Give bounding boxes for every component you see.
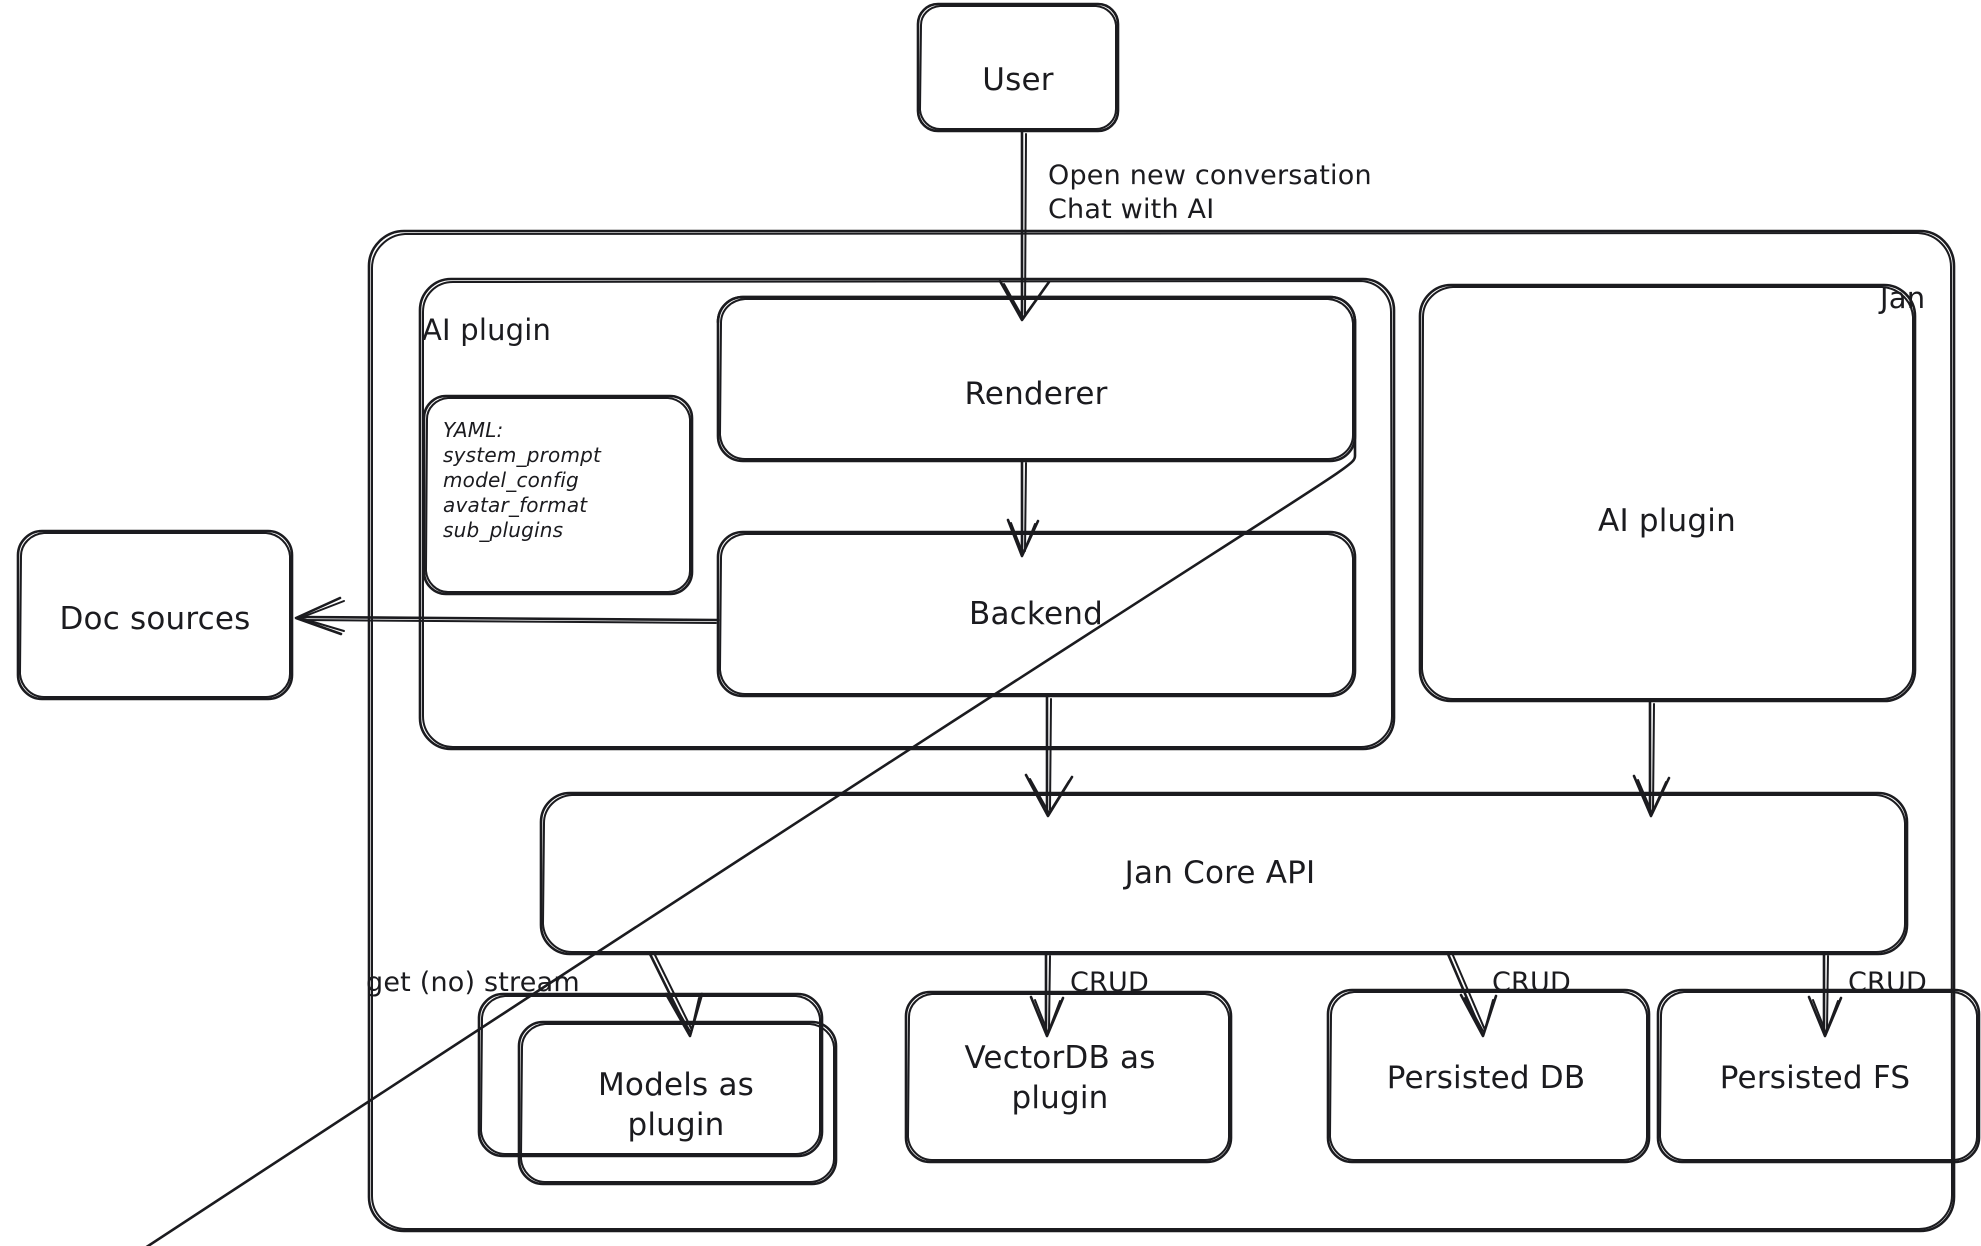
node-persisted-fs-label: Persisted FS [1719,1060,1911,1096]
node-vectordb-label: VectorDB as plugin [964,1040,1156,1116]
edge-label-crud-vectordb: CRUD [1070,967,1149,998]
node-persisted-fs-box [1656,988,1981,1164]
edge-core-to-persisted-fs [1807,952,1843,1038]
group-jan-border [367,229,1956,1233]
node-persisted-db-box [1326,988,1651,1164]
edge-core-to-persisted-db [1446,952,1498,1038]
group-ai-plugin-border [418,277,1396,751]
edge-core-to-models [648,952,704,1038]
node-jan-core-api-label: Jan Core API [1124,855,1316,891]
edge-backend-to-doc-sources [294,596,720,636]
edge-user-to-renderer [998,129,1051,322]
node-doc-sources-box [16,529,294,701]
edge-label-get-no-stream: get (no) stream [366,967,580,998]
node-user-label: User [982,62,1054,98]
edge-label-user-to-renderer: Open new conversation Chat with AI [1048,160,1372,225]
edge-label-crud-persisted-fs: CRUD [1848,967,1927,998]
group-jan-label: Jan [1880,281,1926,315]
node-jan-core-api-box [539,791,1909,956]
node-models-box [477,992,838,1186]
node-backend-box [716,530,1357,698]
node-renderer-label: Renderer [964,376,1108,412]
node-ai-plugin-box [1418,283,1917,703]
edge-backend-to-core [1024,694,1074,818]
group-ai-plugin-label: AI plugin [422,313,552,347]
node-backend-label: Backend [969,596,1103,632]
node-vectordb-box [904,990,1233,1164]
node-models-label: Models as plugin [597,1067,755,1143]
node-yaml-label: YAML: system_prompt model_config avatar_… [443,418,602,542]
node-persisted-db-label: Persisted DB [1386,1060,1586,1096]
node-renderer-box [145,295,1357,1246]
node-ai-plugin-label: AI plugin [1598,503,1736,539]
edge-ai-plugin-to-core [1632,699,1671,818]
node-yaml-box [422,394,694,596]
node-doc-sources-label: Doc sources [59,601,251,637]
edge-label-crud-persisted-db: CRUD [1492,967,1571,998]
node-user-box [916,2,1120,133]
edge-renderer-to-backend [1006,459,1040,558]
